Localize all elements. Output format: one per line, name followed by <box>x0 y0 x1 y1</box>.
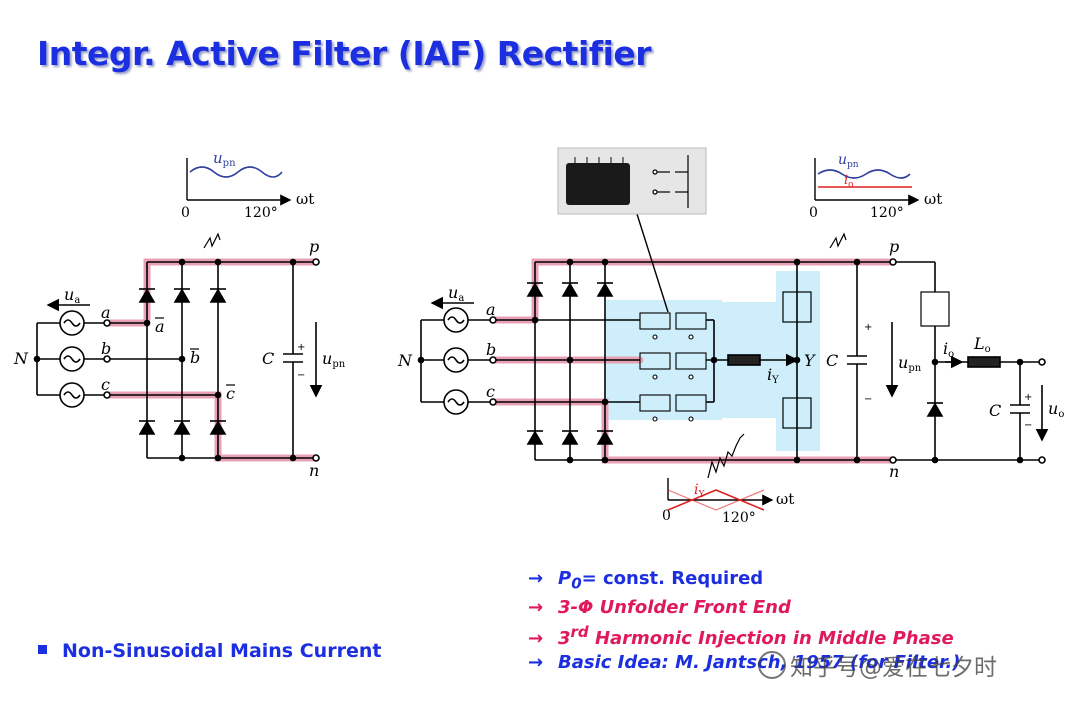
iy-wave-origin: 0 <box>662 508 671 524</box>
arrow-icon: → <box>528 627 544 649</box>
square-bullet-icon <box>38 645 47 654</box>
right-top-origin: 0 <box>809 205 818 221</box>
module-photo <box>557 147 707 215</box>
right-circuit <box>417 213 1049 479</box>
right-wave-signal2: io <box>844 173 854 190</box>
node-Y: Y <box>804 351 816 370</box>
left-wave-origin: 0 <box>181 205 190 221</box>
Lo-label: Lo <box>973 334 991 355</box>
uo-label: uo <box>1048 399 1064 420</box>
right-phase-a: a <box>486 300 496 319</box>
left-node-N: N <box>13 349 29 368</box>
io-label: io <box>943 339 954 360</box>
left-wave-axis: ωt <box>296 190 314 208</box>
left-cap-minus: − <box>297 370 305 381</box>
right-cap-minus: − <box>864 394 872 405</box>
left-node-p: p <box>309 237 319 256</box>
left-wave-tick: 120° <box>244 205 278 221</box>
arrow-icon: → <box>528 651 544 673</box>
left-source-label: ua <box>64 285 80 306</box>
right-bottom-waveform: iY 0 120° ωt <box>662 478 794 526</box>
left-bar-a: a <box>155 317 165 336</box>
bullet-item: →P0= const. Required <box>528 568 764 593</box>
left-phase-c: c <box>101 375 110 394</box>
left-highlight-path <box>104 258 320 462</box>
right-phase-c: c <box>486 382 495 401</box>
page-title: Integr. Active Filter (IAF) Rectifier <box>37 34 652 73</box>
right-wave-signal1: upn <box>838 152 859 170</box>
out-cap-label: C <box>989 401 1001 420</box>
left-voltage-label: upn <box>322 349 346 370</box>
right-circuit-labels: N a b c ua p n Y iY C upn io Lo C uo <box>397 237 1064 481</box>
right-top-tick: 120° <box>870 205 904 221</box>
out-cap-plus: + <box>1024 392 1032 403</box>
bullet-item: →3rd Harmonic Injection in Middle Phase <box>528 622 954 649</box>
bullet-item: →3-Φ Unfolder Front End <box>528 596 791 618</box>
left-waveform: upn 0 120° ωt <box>181 149 314 221</box>
right-voltage-label: upn <box>898 353 922 374</box>
left-phase-b: b <box>101 339 111 358</box>
iy-wave-axis: ωt <box>776 490 794 508</box>
left-bullet-point: Non-Sinusoidal Mains Current <box>38 640 381 662</box>
left-wave-signal: upn <box>213 149 236 169</box>
left-node-n: n <box>309 461 319 480</box>
left-phase-a: a <box>101 303 111 322</box>
arrow-icon: → <box>528 596 544 618</box>
left-circuit <box>33 232 323 462</box>
right-phase-b: b <box>486 340 496 359</box>
iy-wave-signal: iY <box>694 482 705 500</box>
right-top-axis: ωt <box>924 190 942 208</box>
left-cap-label: C <box>262 349 274 368</box>
watermark-logo-icon <box>758 651 786 679</box>
watermark: 知乎号@爱在七夕时 <box>758 648 997 682</box>
iy-label: iY <box>767 365 779 386</box>
right-source-label: ua <box>448 283 464 304</box>
iy-wave-tick: 120° <box>722 510 756 526</box>
arrow-icon: → <box>528 568 544 589</box>
right-node-N: N <box>397 351 413 370</box>
right-node-p: p <box>889 237 899 256</box>
left-circuit-labels: N a b c a b c ua p n C upn <box>13 237 346 480</box>
right-top-waveform: upn io 0 120° ωt <box>809 152 942 221</box>
left-cap-plus: + <box>297 342 305 353</box>
out-cap-minus: − <box>1024 420 1032 431</box>
right-node-n: n <box>889 462 899 481</box>
right-cap-label: C <box>826 351 838 370</box>
left-bar-c: c <box>226 384 235 403</box>
left-bar-b: b <box>190 348 200 367</box>
right-cap-plus: + <box>864 322 872 333</box>
